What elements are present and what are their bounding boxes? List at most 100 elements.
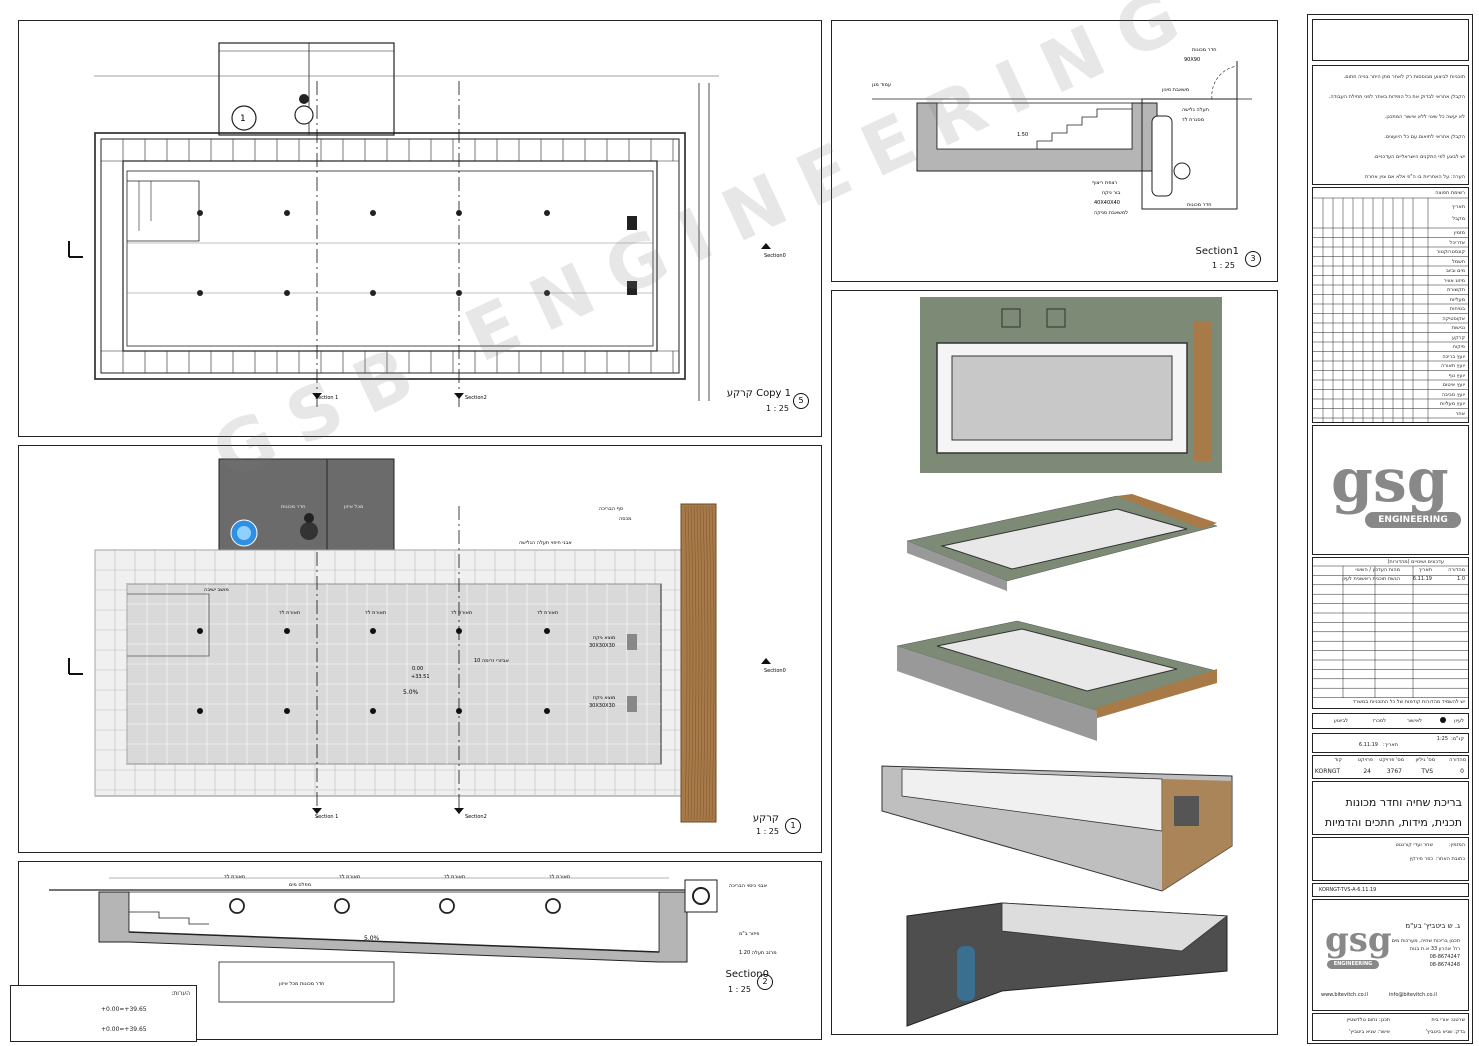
company-logo-text: ENGINEERING (1327, 960, 1379, 969)
section0-title: Section0 (725, 969, 769, 980)
distribution-row: יועץ איטום (1442, 382, 1465, 388)
rev-date: 6.11.19 (1412, 576, 1432, 582)
company-name: ג. ש ביטביץ' בע"מ (1405, 922, 1460, 930)
distribution-row: תקשורת (1447, 287, 1465, 293)
plan-drawing: חדר מכונות מכל איזון Section 1 Section2 … (68, 458, 786, 823)
distribution-row: פיקוח (1452, 344, 1465, 350)
distribution-row: יועץ תאורה (1441, 363, 1465, 369)
slope-label: 5.0% (403, 689, 419, 696)
note-5: יש לבצע לפי התקנים הישראליים העדכניים. (1373, 154, 1465, 160)
plan-copy-number: 5 (793, 393, 809, 409)
company-desc: תכנון בריכות שחיה, מערכות מים (1391, 938, 1460, 944)
drain-size-2: 30X30X30 (589, 703, 615, 709)
light-label-1: תאורת לד (279, 610, 300, 616)
pump-render (300, 522, 318, 540)
code-header: פרויקט (1357, 757, 1373, 763)
section1-label7: בור ניקוז (1102, 190, 1121, 196)
section1-label8: 40X40X40 (1094, 200, 1120, 206)
distribution-row: אחר (1455, 410, 1465, 417)
light-fixture (544, 290, 550, 296)
distribution-row: נגישות (1451, 325, 1465, 331)
company-phone2: 08-8674248 (1429, 962, 1460, 968)
distribution-row: מזמין (1453, 230, 1465, 236)
sign-checker: בדק: שגיא ביטביץ' (1425, 1029, 1465, 1035)
code-header: מס' פרויקט (1379, 757, 1404, 763)
rev-col-edition: מהדורה (1448, 567, 1465, 573)
plan-copy-title: קרקע Copy 1 (726, 388, 791, 399)
section1-drawing: 90X90 חדר מכונות משאבת סינון תעלה גלישה … (872, 47, 1252, 216)
light-fixture (544, 210, 550, 216)
note-1: תוכניות לביצוע מבוססות רק לאחר מתן היתר … (1343, 74, 1465, 80)
light-fixture (334, 898, 350, 914)
section0-light-4: תאורת לד (549, 874, 570, 880)
company-phone1: 08-8674247 (1429, 954, 1460, 960)
section1-label10: חדר מכונות (1187, 202, 1211, 208)
renders-panel (831, 290, 1278, 1035)
drain-label-1: מוצא ניקוז (593, 635, 615, 641)
section0-note1: אבני כיסוי הבריכה (729, 883, 767, 889)
legend-note2: +0.00=+39.65 (101, 1026, 147, 1033)
section0-scale: 1 : 25 (727, 985, 751, 994)
light-label-2: תאורת לד (365, 610, 386, 616)
note-2: הקבלן אחראי לבדוק את כל המידות באתר לפני… (1328, 94, 1465, 100)
notes-box: תוכניות לביצוע מבוססות רק לאחר מתן היתר … (1312, 65, 1469, 185)
overflow-label: אבני חיפוי תעלה הגלישה (519, 540, 572, 546)
section1-label9: למשאבת סניקה (1094, 210, 1128, 216)
section1-label6: רצפת ריצוף (1092, 180, 1117, 186)
company-email: info@bitevitch.co.il (1389, 992, 1437, 998)
filter-tank (231, 105, 257, 131)
distribution-header: רשימת תפוצה (1435, 190, 1465, 196)
balance-tank-label: מכל איזון (344, 504, 363, 510)
revisions-header: עדכונים ושינויים (מהדורות) (1387, 559, 1444, 565)
section1-dim: 90X90 (1184, 57, 1200, 63)
section1-label3: תעלה גלישה (1182, 107, 1209, 113)
light-fixture (370, 290, 376, 296)
distribution-row: אדריכל (1449, 239, 1466, 246)
light-fixture (439, 898, 455, 914)
sheet-code: KORNGT-TVS-A-6.11.19 (1319, 887, 1377, 893)
dist-col-recipient: מקבל (1452, 216, 1465, 222)
light-label-4: תאורת לד (537, 610, 558, 616)
light-label-3: תאורת לד (451, 610, 472, 616)
section1-depth: 1.50 (1017, 132, 1028, 138)
light-fixture (284, 290, 290, 296)
distribution-row: יועץ בריכה (1442, 353, 1465, 360)
code-header: מהדורה (1449, 757, 1466, 763)
light-fixture (545, 898, 561, 914)
plan-copy-panel: 1 Section 1 Section2 (18, 20, 822, 437)
client-label: המזמין: (1449, 842, 1465, 848)
legend-note1: +0.00=+39.65 (101, 1006, 147, 1013)
section1-title: Section1 (1195, 246, 1239, 257)
code-value: 0 (1460, 768, 1464, 775)
light-fixture (544, 628, 550, 634)
sign-designer: תכנן: נחום גולדשטיין (1346, 1017, 1390, 1023)
scale-label: קנ"מ: (1451, 736, 1464, 742)
section0-drawing: חדר מכונות מכל איזון 5.0% אבני כיסוי הבר… (49, 874, 777, 1003)
plan-number: 1 (785, 818, 801, 834)
plan-panel: חדר מכונות מכל איזון Section 1 Section2 … (18, 445, 822, 853)
rev-desc: הגשת תוכנית ראשונית לעיון (1342, 576, 1400, 582)
light-fixture (284, 708, 290, 714)
distribution-row: מעליות (1449, 296, 1465, 303)
light-fixture (197, 210, 203, 216)
status-review-radio (1440, 717, 1446, 723)
section1-scale: 1 : 25 (1211, 261, 1235, 270)
light-fixture (197, 628, 203, 634)
sign-approver: אישר: שגיא ביטביץ' (1348, 1029, 1390, 1035)
section0-light-2: תאורת לד (339, 874, 360, 880)
light-fixture (544, 708, 550, 714)
project-title: בריכת שחיה וחדר מכונות (1345, 796, 1462, 809)
logo-engineering-text: ENGINEERING (1365, 512, 1461, 528)
company-address: רח' אהרון 33 א.ת בנות (1409, 946, 1460, 952)
logo-box: gsg ENGINEERING (1312, 425, 1469, 555)
code-value: TVS (1421, 768, 1433, 775)
signatures-box: שרטט: אורי בית תכנן: נחום גולדשטיין בדק:… (1312, 1013, 1469, 1041)
plan-title: קרקע (752, 813, 779, 824)
sheet-code-box: KORNGT-TVS-A-6.11.19 (1312, 883, 1469, 897)
distribution-row: קונסטרוקטור (1436, 249, 1465, 255)
light-fixture (284, 628, 290, 634)
plan-copy-drawing: 1 Section 1 Section2 (68, 42, 786, 411)
legend-title: הערות: (171, 990, 190, 997)
